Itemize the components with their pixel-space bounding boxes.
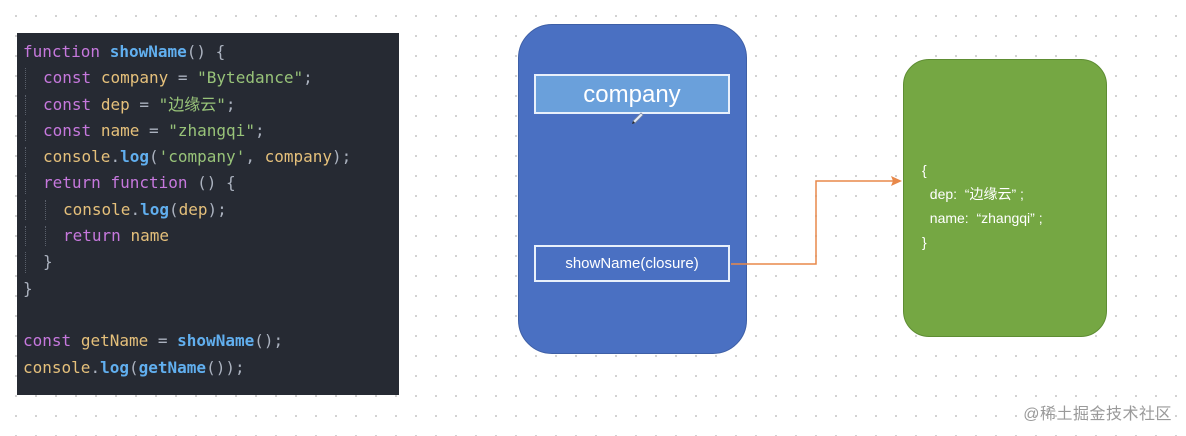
code-function-name: getName [138, 357, 207, 377]
code-keyword: const [43, 120, 92, 140]
code-keyword: function [110, 173, 188, 193]
code-punctuation: ( [168, 199, 179, 219]
code-function-name: showName [109, 42, 187, 61]
watermark: @稀土掘金技术社区 [1023, 406, 1172, 423]
code-punctuation: . [90, 357, 101, 377]
code-function-name: log [100, 357, 129, 377]
indent-guide [23, 197, 43, 223]
code-string: "边缘云" [158, 94, 226, 114]
code-line-7: console.log(dep); [23, 197, 399, 223]
closure-reference-cell: showName(closure) [534, 245, 730, 282]
code-keyword: const [43, 68, 92, 88]
code-punctuation: . [130, 199, 141, 219]
code-variable: dep [100, 94, 130, 114]
code-line-4: const name = "zhangqi"; [23, 118, 399, 144]
code-variable: name [100, 120, 140, 140]
code-punctuation: ); [332, 147, 352, 167]
code-variable: getName [80, 331, 149, 351]
indent-guide [23, 118, 43, 144]
code-string: "Bytedance" [197, 68, 304, 88]
code-function-name: log [120, 147, 149, 167]
code-keyword: return [43, 173, 101, 193]
closure-object-text: { dep: “边缘云” ; name: “zhangqi” ; } [922, 162, 1043, 250]
code-punctuation: (); [254, 331, 284, 351]
code-line-3: const dep = "边缘云"; [23, 92, 399, 118]
indent-guide [23, 249, 43, 275]
code-punctuation: , [245, 147, 265, 167]
code-punctuation: () { [186, 42, 226, 61]
code-string: 'company' [158, 147, 246, 167]
code-object: console [63, 199, 131, 219]
code-punctuation: ; [254, 120, 265, 140]
code-punctuation: } [23, 278, 33, 298]
code-line-1: function showName() { [23, 39, 399, 65]
code-function-name: showName [177, 331, 255, 351]
code-punctuation: ; [225, 94, 236, 114]
indent-guide [43, 223, 63, 249]
code-line-2: const company = "Bytedance"; [23, 65, 399, 91]
closure-arrow-line [731, 180, 893, 265]
code-variable: dep [178, 199, 208, 219]
closure-object-box [903, 59, 1107, 337]
pen-cursor-icon [632, 112, 644, 124]
code-punctuation: . [110, 147, 121, 167]
code-line-6: return function () { [23, 170, 399, 196]
code-variable: company [264, 147, 333, 167]
code-line-5: console.log('company', company); [23, 144, 399, 170]
code-punctuation: = [129, 94, 159, 114]
code-panel: function showName() { const company = "B… [17, 33, 399, 395]
code-punctuation: ; [303, 68, 313, 88]
code-punctuation: = [168, 68, 198, 88]
code-punctuation: ( [128, 357, 139, 377]
code-punctuation: ); [207, 199, 227, 219]
code-string: "zhangqi" [168, 120, 255, 140]
code-line-12: const getName = showName(); [23, 328, 399, 354]
code-punctuation: = [139, 120, 169, 140]
code-line-13: console.log(getName()); [23, 355, 399, 381]
code-variable: company [100, 68, 169, 88]
company-variable-cell: company [534, 74, 730, 114]
indent-guide [23, 170, 43, 196]
indent-guide [23, 65, 43, 91]
indent-guide [23, 92, 43, 118]
code-keyword: function [23, 42, 101, 61]
indent-guide [23, 223, 43, 249]
code-punctuation: () { [187, 173, 236, 193]
code-variable: name [130, 226, 169, 246]
code-object: console [23, 357, 91, 377]
code-keyword: return [63, 226, 121, 246]
code-keyword: const [43, 94, 92, 114]
code-line-9: } [23, 249, 399, 275]
indent-guide [43, 197, 63, 223]
indent-guide [23, 144, 43, 170]
code-function-name: log [140, 199, 169, 219]
code-punctuation: ()); [206, 357, 245, 377]
code-line-8: return name [23, 223, 399, 249]
code-punctuation: = [148, 331, 178, 351]
code-keyword: const [23, 331, 72, 351]
code-line-10: } [23, 276, 399, 302]
code-punctuation: ( [148, 147, 159, 167]
code-line-11 [23, 302, 399, 328]
code-object: console [43, 147, 111, 167]
code-punctuation: } [43, 252, 53, 272]
closure-arrow-head [891, 176, 902, 186]
